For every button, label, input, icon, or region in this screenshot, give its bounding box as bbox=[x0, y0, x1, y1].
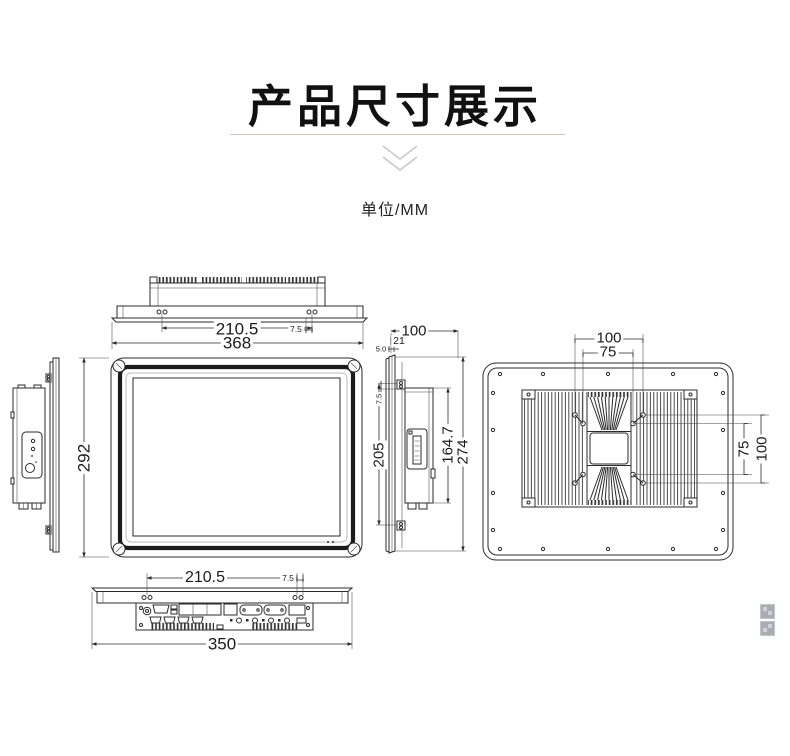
unit-label: 单位/MM bbox=[360, 202, 430, 219]
watermark-icon-1 bbox=[760, 604, 775, 619]
watermark-icon-2 bbox=[760, 621, 775, 636]
rear-view-drawing bbox=[482, 334, 769, 561]
bottom-view-drawing bbox=[90, 573, 354, 649]
dim-bottom-width: 350 bbox=[205, 634, 239, 654]
dim-side-depth: 100 bbox=[399, 322, 429, 340]
dim-top-hole-pitch: 7.5 bbox=[288, 323, 304, 334]
chevron-down-icon bbox=[382, 145, 418, 172]
dim-bottom-hole-pitch: 7.5 bbox=[280, 572, 296, 583]
dim-front-width: 368 bbox=[220, 333, 254, 353]
dim-rear-vesa-height-outer: 100 bbox=[753, 434, 771, 464]
dim-side-glass: 5.0 bbox=[373, 344, 389, 354]
title-divider bbox=[230, 134, 565, 135]
page-title: 产品尺寸展示 bbox=[247, 81, 542, 132]
dim-side-height: 274 bbox=[454, 437, 472, 467]
dim-side-hole-pitch: 7.5 bbox=[374, 391, 384, 407]
left-side-view-drawing bbox=[10, 357, 60, 553]
dim-rear-vesa-width-outer: 100 bbox=[594, 329, 624, 347]
dim-rear-vesa-width-inner: 75 bbox=[597, 343, 619, 361]
dim-top-hole-span: 210.5 bbox=[213, 319, 261, 339]
front-view-drawing bbox=[79, 357, 363, 558]
dim-side-hole-span: 205 bbox=[370, 440, 388, 470]
dim-side-frame-depth: 21 bbox=[391, 334, 407, 347]
dim-rear-vesa-height-inner: 75 bbox=[735, 438, 753, 460]
dim-front-height: 292 bbox=[74, 441, 94, 475]
dim-bottom-hole-span: 210.5 bbox=[182, 569, 228, 586]
dim-side-body-height: 164.7 bbox=[439, 424, 457, 466]
